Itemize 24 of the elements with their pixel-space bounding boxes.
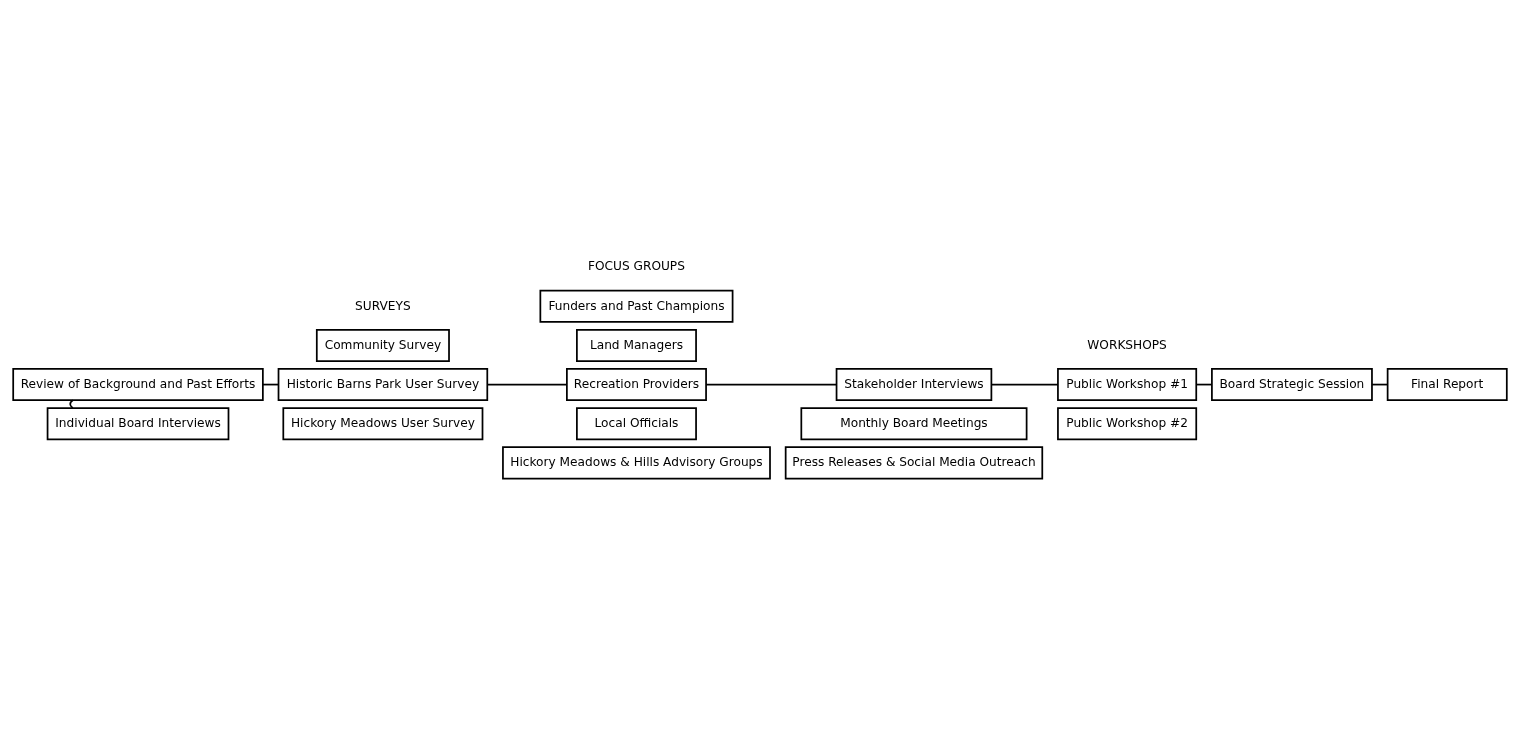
node-box: Hickory Meadows User Survey — [282, 407, 484, 441]
node-box: Community Survey — [315, 328, 450, 362]
node-box: Press Releases & Social Media Outreach — [784, 446, 1044, 480]
label: FOCUS GROUPS — [588, 259, 685, 274]
label: WORKSHOPS — [1087, 337, 1167, 352]
node-box: Review of Background and Past Efforts — [12, 368, 264, 402]
node-box: Stakeholder Interviews — [835, 368, 993, 402]
node-box: Monthly Board Meetings — [800, 407, 1028, 441]
node-box: Final Report — [1386, 368, 1508, 402]
connector — [486, 383, 568, 386]
connector — [990, 383, 1059, 386]
node-box: Recreation Providers — [566, 368, 707, 402]
node-box: Land Managers — [576, 328, 697, 362]
node-box: Historic Barns Park User Survey — [277, 368, 489, 402]
node-box: Funders and Past Champions — [539, 289, 734, 323]
node-box: Individual Board Interviews — [46, 407, 230, 441]
node-box: Public Workshop #2 — [1057, 407, 1198, 441]
node-box: Local Officials — [576, 407, 697, 441]
connector — [69, 399, 74, 409]
node-box: Public Workshop #1 — [1057, 368, 1198, 402]
node-box: Hickory Meadows & Hills Advisory Groups — [502, 446, 771, 480]
node-box: Board Strategic Session — [1211, 368, 1373, 402]
connector — [705, 383, 838, 386]
label: SURVEYS — [355, 298, 411, 313]
